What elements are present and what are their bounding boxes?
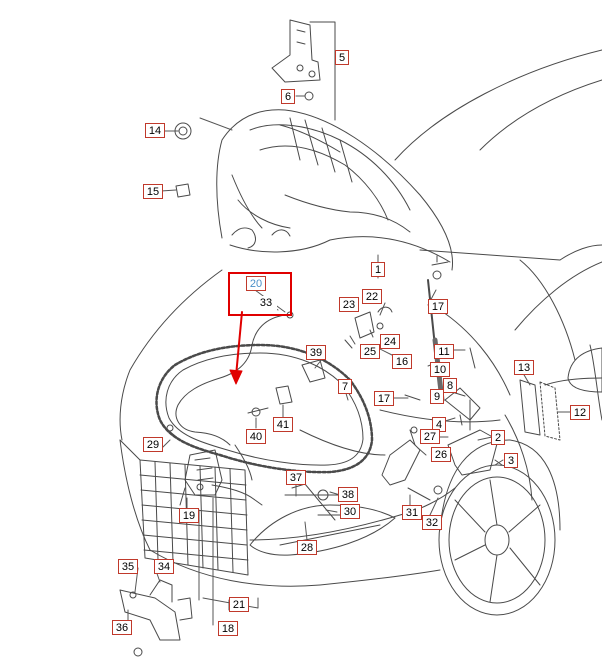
callout-1[interactable]: 1 (371, 262, 385, 277)
callout-20[interactable]: 20 (246, 276, 266, 291)
callout-15[interactable]: 15 (143, 184, 163, 199)
callout-9[interactable]: 9 (430, 389, 444, 404)
callout-19[interactable]: 19 (179, 508, 199, 523)
callout-29[interactable]: 29 (143, 437, 163, 452)
callout-6[interactable]: 6 (281, 89, 295, 104)
hinge-bracket (271, 19, 336, 121)
car-body-outline (394, 49, 602, 421)
callout-13[interactable]: 13 (514, 360, 534, 375)
callout-22[interactable]: 22 (362, 289, 382, 304)
hood-outline (216, 109, 454, 271)
callout-41[interactable]: 41 (273, 417, 293, 432)
callout-23[interactable]: 23 (339, 297, 359, 312)
callout-10[interactable]: 10 (430, 362, 450, 377)
callout-7[interactable]: 7 (338, 379, 352, 394)
callout-17a[interactable]: 17 (428, 299, 448, 314)
callout-25[interactable]: 25 (360, 344, 380, 359)
callout-26[interactable]: 26 (431, 447, 451, 462)
callout-38[interactable]: 38 (338, 487, 358, 502)
highlight-box (228, 272, 292, 316)
callout-8[interactable]: 8 (443, 378, 457, 393)
callout-12[interactable]: 12 (570, 405, 590, 420)
leader-lines (127, 95, 571, 626)
callout-31[interactable]: 31 (402, 505, 422, 520)
callout-35[interactable]: 35 (118, 559, 138, 574)
callout-3[interactable]: 3 (504, 453, 518, 468)
callout-2[interactable]: 2 (491, 430, 505, 445)
hood-seal (155, 343, 374, 474)
callout-40[interactable]: 40 (246, 429, 266, 444)
latch-assembly (179, 449, 223, 506)
callout-27[interactable]: 27 (420, 429, 440, 444)
callout-33: 33 (255, 296, 277, 311)
callout-5[interactable]: 5 (335, 50, 349, 65)
callout-34[interactable]: 34 (154, 559, 174, 574)
callout-21[interactable]: 21 (229, 597, 249, 612)
callout-28[interactable]: 28 (297, 540, 317, 555)
callout-16[interactable]: 16 (392, 354, 412, 369)
mount-bracket (119, 579, 193, 657)
highlight-arrow (229, 311, 243, 385)
side-trim (381, 379, 561, 486)
callout-11[interactable]: 11 (434, 344, 454, 359)
callout-24[interactable]: 24 (380, 334, 400, 349)
callout-36[interactable]: 36 (112, 620, 132, 635)
callout-32[interactable]: 32 (422, 515, 442, 530)
callout-30[interactable]: 30 (340, 504, 360, 519)
wheel (438, 439, 561, 616)
callout-18[interactable]: 18 (218, 621, 238, 636)
callout-17b[interactable]: 17 (374, 391, 394, 406)
release-cable (175, 311, 294, 506)
callout-39[interactable]: 39 (306, 345, 326, 360)
callout-14[interactable]: 14 (145, 123, 165, 138)
callout-37[interactable]: 37 (286, 470, 306, 485)
